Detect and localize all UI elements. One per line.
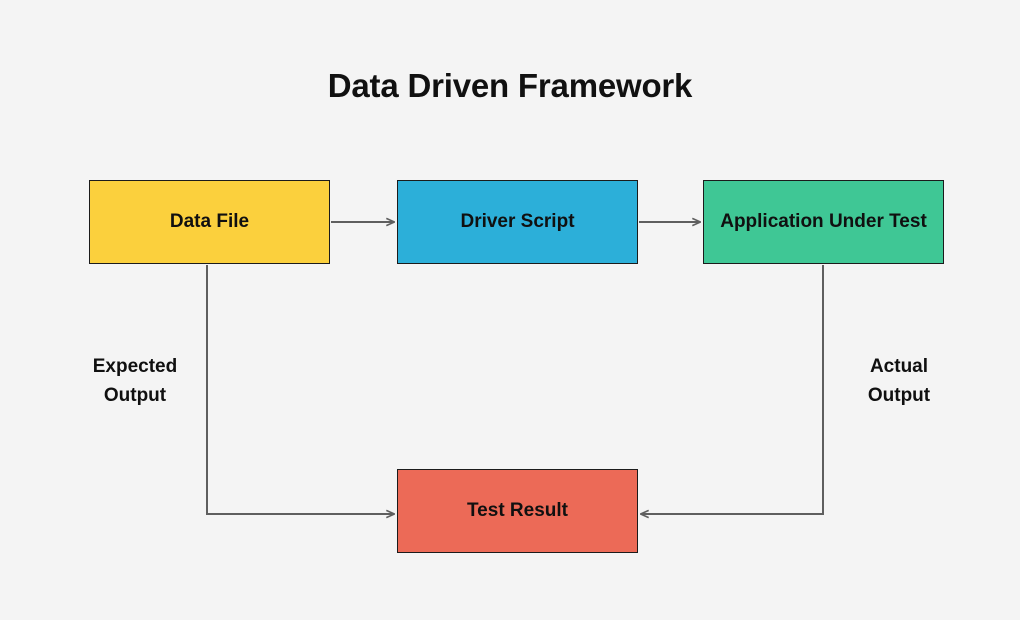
node-application-under-test[interactable]: Application Under Test (703, 180, 944, 264)
edge-label-actual-output: Actual Output (867, 356, 931, 406)
connector-aut-to-test-result (641, 265, 824, 514)
edge-label-expected-output: Expected Output (92, 356, 178, 406)
connector-data-file-to-test-result (206, 265, 394, 514)
node-data-file[interactable]: Data File (89, 180, 330, 264)
node-test-result[interactable]: Test Result (397, 469, 638, 553)
diagram-title: Data Driven Framework (327, 67, 693, 104)
node-driver-script[interactable]: Driver Script (397, 180, 638, 264)
